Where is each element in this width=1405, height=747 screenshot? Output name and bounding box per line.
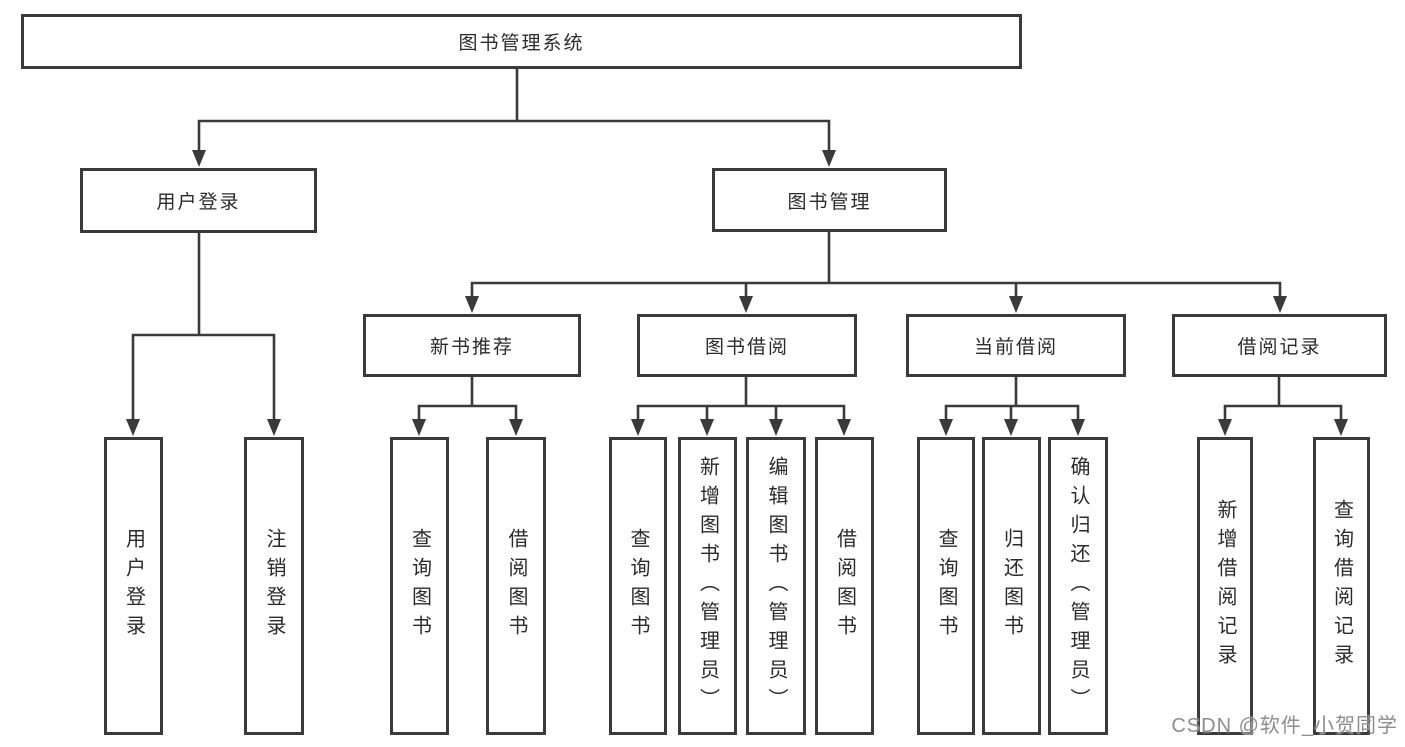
leaf-label: 借阅图书 [833, 528, 856, 644]
leaf-label: 注销登录 [263, 528, 285, 644]
leaf-label: 查询图书 [408, 528, 431, 644]
node-library-management-system: 图书管理系统 [21, 14, 1022, 69]
node-borrow-books-borrowing: 借阅图书 [815, 437, 874, 735]
leaf-label: 用户登录 [122, 528, 145, 644]
leaf-label: 查询借阅记录 [1330, 499, 1353, 673]
leaf-label: 归还图书 [1000, 528, 1023, 644]
leaf-label: 编辑图书（管理员） [765, 455, 787, 717]
node-logout: 注销登录 [244, 437, 304, 735]
node-return-books: 归还图书 [982, 437, 1041, 735]
node-user-login-leaf: 用户登录 [104, 437, 163, 735]
watermark-text: CSDN @软件_小贺同学 [1171, 715, 1398, 737]
node-user-login: 用户登录 [80, 168, 317, 233]
node-edit-books-admin: 编辑图书（管理员） [746, 437, 806, 735]
node-add-books-admin: 新增图书（管理员） [678, 437, 737, 735]
node-borrowing-records: 借阅记录 [1172, 314, 1387, 377]
leaf-label: 新增借阅记录 [1214, 499, 1236, 673]
node-add-borrow-record: 新增借阅记录 [1197, 437, 1253, 735]
leaf-label: 借阅图书 [505, 528, 527, 644]
node-confirm-return-admin: 确认归还（管理员） [1048, 437, 1108, 735]
node-query-borrow-record: 查询借阅记录 [1313, 437, 1370, 735]
leaf-label: 新增图书（管理员） [696, 455, 719, 717]
node-query-books-borrowing: 查询图书 [609, 437, 667, 735]
leaf-label: 确认归还（管理员） [1067, 455, 1089, 717]
node-book-management: 图书管理 [712, 168, 947, 232]
node-new-book-recommendation: 新书推荐 [363, 314, 581, 377]
node-borrow-books-recommend: 借阅图书 [486, 437, 546, 735]
node-query-books-current: 查询图书 [917, 437, 975, 735]
node-query-books-recommend: 查询图书 [390, 437, 449, 735]
leaf-label: 查询图书 [935, 528, 957, 644]
node-current-borrowing: 当前借阅 [906, 314, 1126, 377]
node-book-borrowing: 图书借阅 [637, 314, 857, 377]
leaf-label: 查询图书 [627, 528, 649, 644]
